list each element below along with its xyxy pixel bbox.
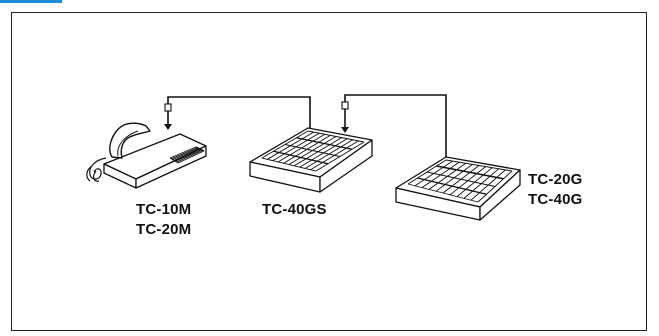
key-column-line xyxy=(307,130,365,143)
key-column-line xyxy=(417,177,487,195)
device-label-g-2: TC-40G xyxy=(528,191,583,208)
header-accent-bar xyxy=(0,0,62,3)
key-column-line xyxy=(436,165,504,180)
key-row-line xyxy=(173,148,201,161)
key-column-line xyxy=(273,150,329,165)
key-column-line xyxy=(261,157,317,172)
key-column-line xyxy=(284,144,341,157)
selector-station-gs-icon xyxy=(249,127,373,193)
device-label-gs: TC-40GS xyxy=(262,201,327,218)
key-column-line xyxy=(169,157,179,164)
key-column-line xyxy=(445,159,513,172)
key-row-line xyxy=(172,147,199,161)
key-row-line xyxy=(169,146,197,159)
connection-line-gs-to-g xyxy=(341,94,447,157)
key-row-line xyxy=(171,147,198,160)
key-column-line xyxy=(426,171,496,187)
selector-station-g-icon xyxy=(395,156,521,221)
key-column-line xyxy=(195,146,205,152)
device-label-master-1: TC-10M xyxy=(136,201,192,218)
key-row-line xyxy=(175,149,202,162)
key-row-line xyxy=(177,150,205,164)
key-column-line xyxy=(296,137,353,150)
connection-line-master-to-gs xyxy=(164,96,311,130)
device-label-master-2: TC-20M xyxy=(136,221,192,238)
master-station-handset-icon xyxy=(86,122,207,189)
key-column-line xyxy=(407,183,479,203)
key-row-line xyxy=(176,149,203,163)
device-label-g-1: TC-20G xyxy=(528,171,583,188)
